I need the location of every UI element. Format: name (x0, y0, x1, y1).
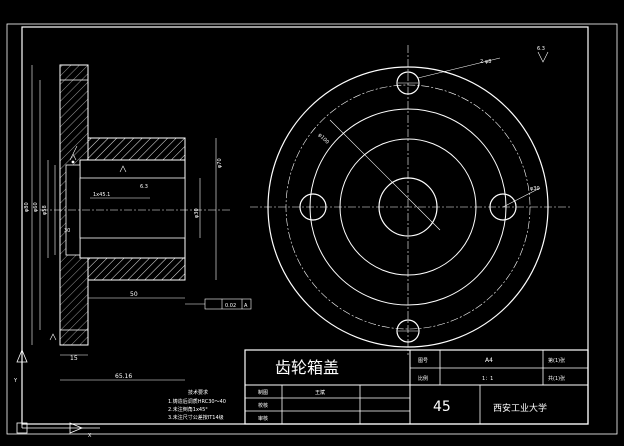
scale-value: 1：1 (482, 376, 493, 382)
dim-left-width: 15 (70, 355, 78, 362)
hub-upper (87, 137, 186, 161)
hub-lower (87, 257, 186, 281)
tech-notes-title: 技术要求 (188, 389, 208, 396)
sheet-label: 第(1)张 (548, 357, 565, 364)
dim-dia4: φ30 (194, 208, 200, 218)
tech-note-3: 3.未注尺寸公差按IT14级 (168, 414, 224, 421)
dim-dia1: φ80 (24, 202, 30, 212)
drawing-no: A4 (485, 357, 493, 364)
section-view: 15 65.16 50 φ80 φ60 φ58 φ30 φ70 1x45.1 3… (24, 64, 252, 381)
front-view: 2-φ8 φ100 φ30 6.3 (250, 45, 570, 355)
dim-dia2: φ60 (33, 202, 39, 212)
diag-dimension (329, 119, 441, 231)
dim-bottom-len: 65.16 (115, 373, 132, 380)
dim-chamfer: 1x45.1 (93, 192, 110, 198)
tolerance-ref: A (244, 303, 248, 309)
ucs-icon: Y X (13, 345, 100, 439)
scale-label: 比例 (418, 375, 428, 382)
tech-notes: 技术要求 1.铸造后调质HRC30～40 2.未注倒角1x45° 3.未注尺寸公… (168, 389, 226, 421)
corner-roughness (537, 51, 549, 63)
dim-right: φ70 (217, 158, 223, 168)
tech-note-1: 1.铸造后调质HRC30～40 (168, 398, 226, 405)
label-circle-dia: φ30 (530, 186, 540, 192)
check-label: 校核 (258, 402, 268, 409)
drawn-label: 制图 (258, 389, 268, 396)
total-label: 共(1)张 (548, 375, 565, 382)
roughness-value: 6.3 (140, 184, 148, 190)
svg-text:6.3: 6.3 (537, 46, 545, 52)
outer-frame (6, 23, 618, 435)
tech-note-2: 2.未注倒角1x45° (168, 406, 208, 413)
drawn-by: 王斌 (315, 389, 325, 396)
dim-step: 30 (64, 228, 70, 234)
svg-text:Y: Y (13, 378, 18, 384)
title-block: 齿轮箱盖 图号 A4 比例 1：1 第(1)张 共(1)张 制图 王斌 校核 审… (244, 349, 589, 425)
dim-dia3: φ58 (42, 205, 48, 215)
svg-text:X: X (88, 433, 92, 439)
drawing-no-label: 图号 (418, 358, 428, 364)
dim-hub-len: 50 (130, 291, 138, 298)
label-holes: 2-φ8 (480, 59, 491, 65)
review-label: 审核 (258, 415, 268, 422)
tolerance-value: 0.02 (225, 303, 236, 309)
sheet-number: 45 (433, 399, 451, 415)
school-name: 西安工业大学 (493, 402, 547, 414)
label-ref-diag: φ100 (317, 132, 330, 145)
part-name: 齿轮箱盖 (275, 358, 339, 377)
